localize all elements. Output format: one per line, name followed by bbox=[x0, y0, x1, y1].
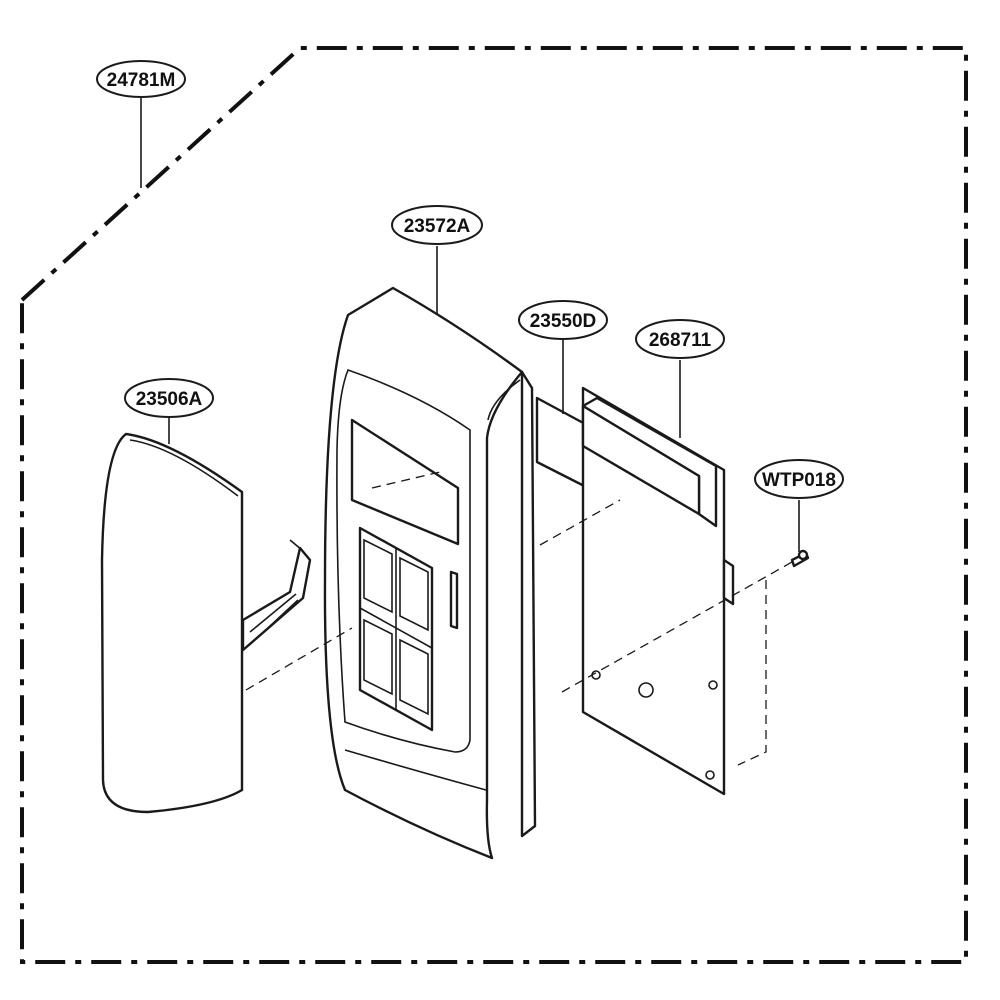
assembly-boundary-line bbox=[20, 46, 968, 964]
assembly-guide-lines bbox=[245, 471, 793, 766]
callout-WTP018: WTP018 bbox=[754, 459, 844, 499]
callout-label: 24781M bbox=[107, 70, 176, 91]
pcb-part bbox=[581, 386, 735, 796]
screw-part bbox=[790, 549, 810, 568]
callout-24781M: 24781M bbox=[96, 60, 186, 98]
callout-label: 268711 bbox=[649, 330, 712, 351]
callout-268711: 268711 bbox=[635, 319, 725, 359]
callout-label: 23550D bbox=[530, 311, 597, 332]
door-cover-part bbox=[100, 432, 312, 814]
front-panel-part bbox=[323, 286, 537, 860]
leader-lines bbox=[140, 96, 800, 552]
callout-23572A: 23572A bbox=[391, 205, 483, 245]
callout-label: 23572A bbox=[404, 216, 471, 237]
callout-label: 23506A bbox=[136, 389, 203, 410]
callout-23506A: 23506A bbox=[124, 378, 214, 418]
callout-23550D: 23550D bbox=[518, 300, 608, 340]
callout-label: WTP018 bbox=[762, 470, 836, 491]
